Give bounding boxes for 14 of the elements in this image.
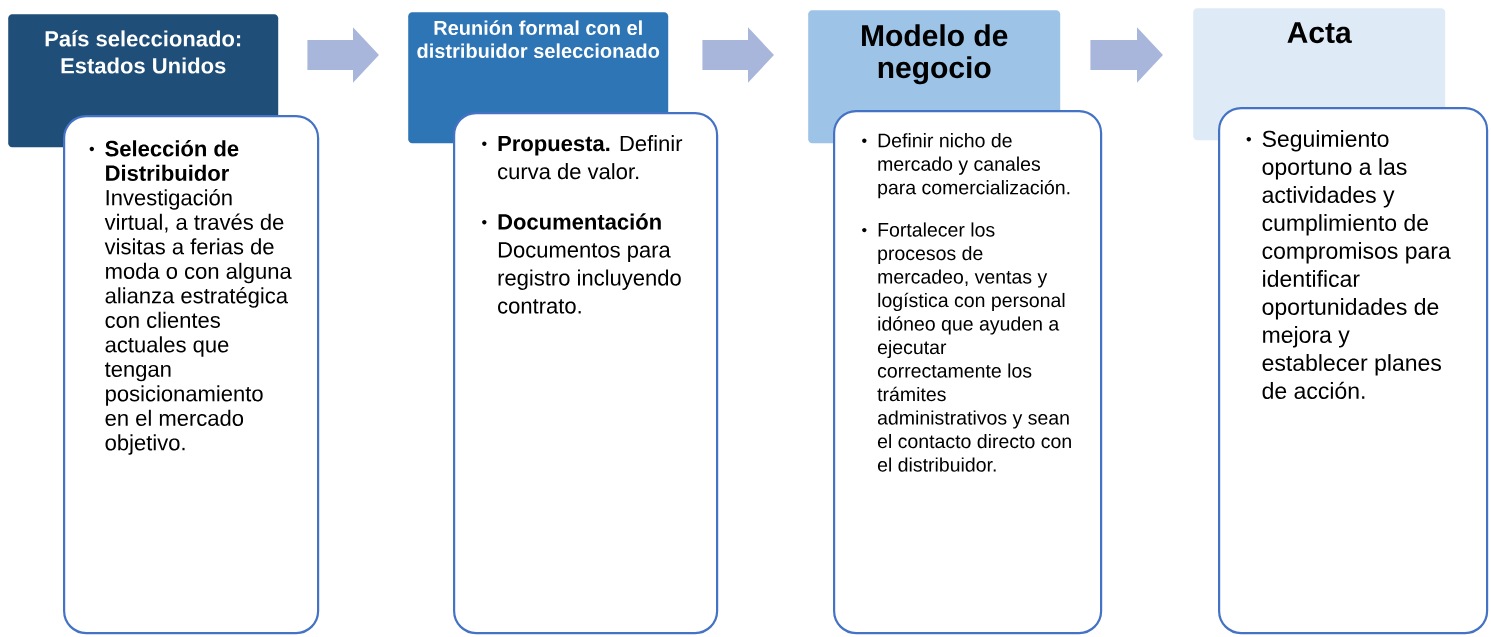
bullet-text: Definir nicho de mercado y canales para comercialización. <box>878 133 1070 199</box>
header-text: Acta <box>1287 22 1352 44</box>
bullet-text: Selección de Distribuidor Investigación virtual, a través de visitas a ferias de moda o con alguna alianza estratégica con clientes actuales que tengan posicionamiento en el mercado objetivo. <box>104 140 292 455</box>
header-text: País seleccionado: Estados Unidos <box>45 30 241 74</box>
bullet-text: Fortalecer los procesos de mercadeo, ventas y logística con personal idóneo que ayuden a ejecutar correctamente los trámites administrativos y sean el contacto directo con el distribuidor. <box>877 222 1071 472</box>
bullet-text: Documentación Documentos para registro incluyendo contrato. <box>498 213 681 314</box>
header-text: Reunión formal con el distribuidor seleccionado <box>417 20 660 59</box>
bullet-text: Propuesta. Definir curva de valor. <box>498 135 683 180</box>
header-text: Modelo de negocio <box>862 24 1008 85</box>
bullet-text: Seguimiento oportuno a las actividades y cumplimiento de compromisos para identificar oportunidades de mejora y establecer planes de acción. <box>1262 130 1451 399</box>
text-box <box>833 110 1103 635</box>
text-box <box>63 115 320 635</box>
text-box <box>1218 107 1489 635</box>
text-box <box>453 112 719 635</box>
